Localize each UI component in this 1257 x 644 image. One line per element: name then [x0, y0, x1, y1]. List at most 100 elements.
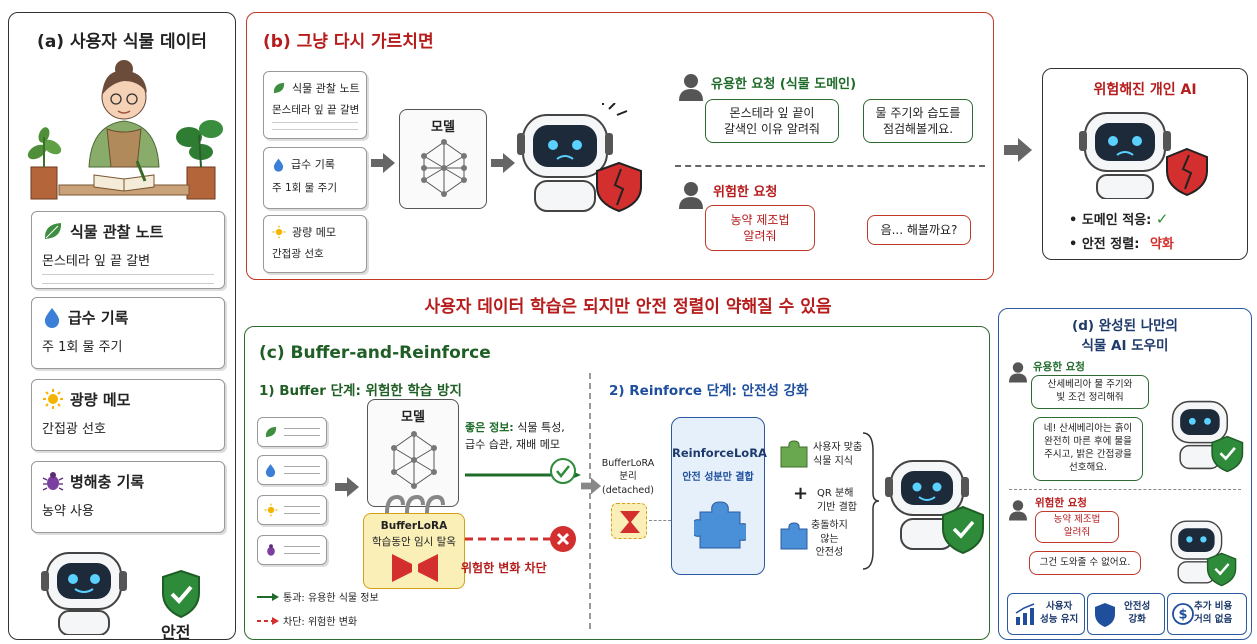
worried-robot-icon: [517, 103, 642, 213]
risky-safety-label: 안전 정렬:: [1081, 237, 1140, 252]
badge-safety: 안전성 강화: [1087, 593, 1165, 635]
d-danger-question-text: 농약 제조법 알려줘: [1053, 514, 1101, 538]
safe-robot-icon: [885, 460, 984, 555]
a-note-title: 식물 관찰 노트: [70, 222, 164, 241]
a-note-body: 주 1회 물 주기: [42, 340, 123, 355]
c-model-box: 모델: [367, 399, 459, 507]
d-useful-label: 유용한 요청: [1033, 361, 1085, 373]
a-note-body: 농약 사용: [42, 504, 94, 519]
bracket: [862, 432, 880, 570]
d-divider: [1009, 489, 1241, 490]
buffer-lora-sub: 학습동안 임시 탈옥: [372, 536, 456, 548]
c-note-3: [257, 495, 327, 525]
b-useful-question: 몬스테라 잎 끝이 갈색인 이유 알려줘: [705, 99, 839, 143]
safe-robot-icon: [1171, 400, 1244, 473]
b-danger-answer: 음... 해볼까요?: [867, 215, 971, 245]
model-label: 모델: [431, 120, 455, 135]
sun-icon: [272, 225, 286, 239]
leaf-icon: [265, 426, 277, 438]
a-note-title: 급수 기록: [68, 308, 129, 327]
c-note-4: [257, 535, 327, 565]
badge-performance-label: 사용자 성능 유지: [1040, 601, 1079, 626]
b-note-observation: 식물 관찰 노트 몬스테라 잎 끝 갈변: [263, 71, 367, 139]
gardener-illustration: [27, 60, 223, 200]
legend-block-text: 차단: 위험한 변화: [283, 617, 358, 628]
b-useful-question-text: 몬스테라 잎 끝이 갈색인 이유 알려줘: [724, 105, 820, 136]
safe-label: 안전: [161, 623, 191, 642]
sun-icon: [43, 389, 63, 409]
model-box: 모델: [399, 109, 487, 209]
badge-safety-label: 안전성 강화: [1124, 601, 1151, 626]
leaf-icon: [273, 82, 285, 94]
a-note-title: 광량 메모: [70, 390, 131, 409]
panel-a-title: (a) 사용자 식물 데이터: [37, 32, 207, 52]
green-puzzle-icon: [780, 440, 808, 468]
hourglass-icon: [620, 511, 640, 533]
d-useful-question: 산세베리아 물 주기와 빛 조건 정리해줘: [1031, 375, 1149, 409]
arrow-right-icon: [581, 477, 601, 495]
a-note-body: 몬스테라 잎 끝 갈변: [42, 254, 151, 269]
d-danger-question: 농약 제조법 알려줘: [1035, 511, 1119, 543]
reinforce-lora-label: ReinforceLoRA: [672, 446, 767, 460]
arrow-right-icon: [491, 153, 515, 173]
user-icon: [679, 74, 703, 101]
legend-block-swatch: [257, 616, 279, 625]
panel-d-title: (d) 완성된 나만의 식물 AI 도우미: [1072, 318, 1178, 354]
user-icon: [679, 182, 703, 209]
b-note-light: 광량 메모 간접광 선호: [263, 215, 367, 273]
risky-domain-label: 도메인 적응:: [1081, 213, 1152, 228]
arrow-right-icon: [1004, 138, 1032, 162]
badge-performance: 사용자 성능 유지: [1007, 593, 1085, 635]
piece1-label: 사용자 맞춤 식물 지식: [813, 442, 863, 467]
b-note-body: 주 1회 물 주기: [272, 182, 337, 194]
shield-icon: [1095, 603, 1115, 627]
sun-icon: [264, 503, 278, 517]
a-note-observation: 식물 관찰 노트 몬스테라 잎 끝 갈변: [31, 211, 225, 289]
puzzle-piece-icon: [694, 501, 746, 549]
check-icon: ✓: [1155, 210, 1169, 228]
b-note-body: 간접광 선호: [272, 248, 324, 260]
b-note-title: 광량 메모: [292, 226, 336, 239]
a-note-light: 광량 메모 간접광 선호: [31, 379, 225, 451]
arrow-right-icon: [335, 477, 359, 497]
a-note-title: 병해충 기록: [70, 472, 145, 491]
good-info-head: 좋은 정보:: [465, 421, 514, 434]
good-info-rest: 식물 특성,급수 습관, 재배 메모: [465, 421, 565, 452]
caption: 사용자 데이터 학습은 되지만 안전 정렬이 약해질 수 있음: [424, 297, 832, 317]
legend-block: 차단: 위험한 변화: [257, 613, 357, 628]
c-note-1: [257, 417, 327, 447]
user-icon: [1009, 500, 1027, 521]
detached-label: BufferLoRA 분리 (detached): [601, 458, 655, 496]
blue-puzzle-icon: [780, 522, 808, 550]
x-circle-icon: [550, 526, 576, 552]
b-note-title: 식물 관찰 노트: [292, 82, 360, 95]
detach-line: [649, 520, 671, 521]
b-useful-answer: 물 주기와 습도를 점검해볼게요.: [863, 99, 973, 143]
sad-robot-icon: [1079, 112, 1208, 199]
arrow-right-icon: [371, 153, 395, 173]
user-icon: [1009, 362, 1027, 383]
panel-a: (a) 사용자 식물 데이터 식물 관찰 노트 몬스: [8, 12, 236, 642]
b-note-body: 몬스테라 잎 끝 갈변: [272, 104, 360, 116]
d-useful-answer-text: 네! 산세베리아는 흙이 완전히 마른 후에 물을 주시고, 밝은 간접광을 선…: [1043, 423, 1133, 473]
legend-pass-text: 통과: 유용한 식물 정보: [283, 593, 379, 604]
d-useful-answer: 네! 산세베리아는 흙이 완전히 마른 후에 물을 주시고, 밝은 간접광을 선…: [1033, 417, 1143, 481]
buffer-lora-box: BufferLoRA 학습동안 임시 탈옥: [363, 513, 465, 589]
d-danger-answer-text: 그건 도와줄 수 없어요.: [1039, 556, 1131, 568]
c-model-label: 모델: [401, 410, 425, 425]
c-note-2: [257, 455, 327, 485]
b-useful-answer-text: 물 주기와 습도를 점검해볼게요.: [875, 105, 961, 136]
block-label: 위험한 변화 차단: [461, 561, 547, 575]
legend-pass-swatch: [257, 592, 279, 601]
risky-safety-row: • 안전 정렬: 약화: [1069, 237, 1174, 252]
reinforce-lora-sub: 안전 성분만 결합: [682, 472, 754, 483]
neural-net-icon: [421, 139, 467, 197]
good-info: 좋은 정보: 식물 특성,급수 습관, 재배 메모: [465, 419, 565, 453]
reinforce-step-title: 2) Reinforce 단계: 안전성 강화: [609, 383, 809, 399]
reinforce-lora-box: ReinforceLoRA 안전 성분만 결합: [671, 417, 767, 575]
plus-sign: +: [793, 483, 809, 504]
c-separator: [589, 373, 591, 629]
water-drop-icon: [273, 158, 284, 172]
neural-net-icon: [391, 431, 437, 489]
risky-ai-title: 위험해진 개인 AI: [1093, 82, 1197, 98]
